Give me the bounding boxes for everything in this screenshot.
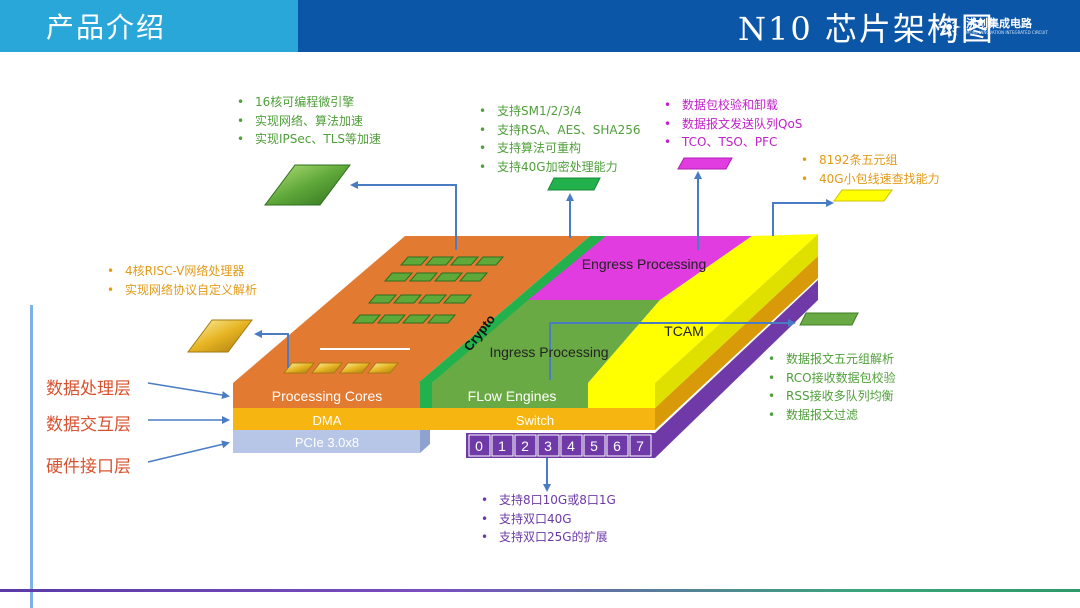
port-cell bbox=[560, 434, 583, 457]
connector-arrows bbox=[254, 171, 834, 492]
riscv-notes: 4核RISC-V网络处理器 实现网络协议自定义解析 bbox=[104, 262, 257, 299]
switch-block-side bbox=[655, 256, 818, 430]
port-number: 0 bbox=[475, 438, 483, 454]
tcam-notes: 8192条五元组 40G小包线速查找能力 bbox=[798, 151, 940, 188]
list-item: 支持40G加密处理能力 bbox=[476, 158, 641, 177]
layer-label-interaction: 数据交互层 bbox=[46, 415, 131, 435]
port-number: 1 bbox=[498, 438, 506, 454]
egress-notes: 数据包校验和卸载 数据报文发送队列QoS TCO、TSO、PFC bbox=[661, 96, 802, 152]
list-item: 实现网络、算法加速 bbox=[234, 112, 381, 131]
layer-pointer-arrows bbox=[147, 382, 230, 463]
tcam-label: TCAM bbox=[664, 323, 704, 339]
egress-chip-icon bbox=[677, 157, 733, 170]
list-item: 数据报文过滤 bbox=[765, 406, 896, 425]
list-item: 数据包校验和卸载 bbox=[661, 96, 802, 115]
riscv-chip-row bbox=[282, 362, 400, 374]
crypto-notes: 支持SM1/2/3/4 支持RSA、AES、SHA256 支持算法可重构 支持4… bbox=[476, 102, 641, 176]
list-item: 实现IPSec、TLS等加速 bbox=[234, 130, 381, 149]
egress-top bbox=[528, 236, 752, 300]
list-item: RSS接收多队列均衡 bbox=[765, 387, 896, 406]
port-cell bbox=[491, 434, 514, 457]
list-item: 支持SM1/2/3/4 bbox=[476, 102, 641, 121]
switch-label: Switch bbox=[516, 413, 554, 428]
logo-emblem-icon bbox=[937, 15, 961, 39]
port-number: 2 bbox=[521, 438, 529, 454]
cores-top bbox=[233, 236, 590, 383]
port-cell bbox=[537, 434, 560, 457]
crypto-front bbox=[420, 383, 432, 408]
list-item: 支持双口25G的扩展 bbox=[478, 528, 616, 547]
microengine-chip-icon bbox=[264, 164, 351, 206]
list-item: 数据报文五元组解析 bbox=[765, 350, 896, 369]
cores-notes: 16核可编程微引擎 实现网络、算法加速 实现IPSec、TLS等加速 bbox=[234, 93, 381, 149]
header-section-bar: 产品介绍 bbox=[0, 0, 298, 52]
flow-front bbox=[432, 383, 588, 408]
tcam-side bbox=[655, 234, 818, 408]
dma-label: DMA bbox=[313, 413, 342, 428]
egress-label: Engress Processing bbox=[582, 256, 707, 272]
company-logo: 沸创集成电路 MORE INNOVATION INTEGRATED CIRCUI… bbox=[936, 14, 1048, 40]
dma-block bbox=[233, 408, 420, 430]
logo-subtext: MORE INNOVATION INTEGRATED CIRCUIT bbox=[966, 30, 1048, 35]
port-number: 5 bbox=[590, 438, 598, 454]
list-item: 支持算法可重构 bbox=[476, 139, 641, 158]
cores-front bbox=[233, 383, 420, 408]
port-number: 3 bbox=[544, 438, 552, 454]
ingress-notes: 数据报文五元组解析 RCO接收数据包校验 RSS接收多队列均衡 数据报文过滤 bbox=[765, 350, 896, 424]
logo-text: 沸创集成电路 bbox=[966, 17, 1032, 30]
pcie-block bbox=[233, 430, 420, 453]
list-item: 8192条五元组 bbox=[798, 151, 940, 170]
list-item: 支持双口40G bbox=[478, 510, 616, 529]
port-cell bbox=[514, 434, 537, 457]
list-item: 16核可编程微引擎 bbox=[234, 93, 381, 112]
layer-label-processing: 数据处理层 bbox=[46, 379, 131, 399]
core-chip-grid bbox=[351, 256, 505, 324]
port-cell bbox=[583, 434, 606, 457]
list-item: RCO接收数据包校验 bbox=[765, 369, 896, 388]
crypto-top bbox=[418, 236, 606, 383]
tcam-top bbox=[588, 234, 818, 383]
layer-label-hardware: 硬件接口层 bbox=[46, 457, 131, 477]
port-cell bbox=[468, 434, 491, 457]
port-number: 6 bbox=[613, 438, 621, 454]
riscv-chip-icon bbox=[187, 319, 253, 353]
port-number: 4 bbox=[567, 438, 575, 454]
ingress-top bbox=[432, 300, 660, 383]
list-item: 实现网络协议自定义解析 bbox=[104, 281, 257, 300]
port-cells bbox=[468, 434, 652, 457]
pcie-label: PCIe 3.0x8 bbox=[295, 435, 359, 450]
processing-cores-label: Processing Cores bbox=[272, 388, 383, 404]
list-item: 40G小包线速查找能力 bbox=[798, 170, 940, 189]
bottom-divider bbox=[0, 589, 1080, 592]
tcam-front bbox=[588, 383, 655, 408]
ingress-label: Ingress Processing bbox=[489, 344, 608, 360]
ingress-chip-icon bbox=[799, 312, 859, 326]
tcam-chip-icon bbox=[833, 189, 893, 202]
port-cell bbox=[629, 434, 652, 457]
list-item: TCO、TSO、PFC bbox=[661, 133, 802, 152]
list-item: 支持8口10G或8口1G bbox=[478, 491, 616, 510]
port-cell bbox=[606, 434, 629, 457]
crypto-chip-icon bbox=[547, 177, 601, 191]
ports-notes: 支持8口10G或8口1G 支持双口40G 支持双口25G的扩展 bbox=[478, 491, 616, 547]
list-item: 4核RISC-V网络处理器 bbox=[104, 262, 257, 281]
port-number: 7 bbox=[636, 438, 644, 454]
flow-engines-label: FLow Engines bbox=[468, 388, 557, 404]
section-title: 产品介绍 bbox=[46, 11, 167, 44]
left-accent-line bbox=[30, 305, 33, 608]
switch-block bbox=[420, 408, 655, 430]
list-item: 支持RSA、AES、SHA256 bbox=[476, 121, 641, 140]
list-item: 数据报文发送队列QoS bbox=[661, 115, 802, 134]
